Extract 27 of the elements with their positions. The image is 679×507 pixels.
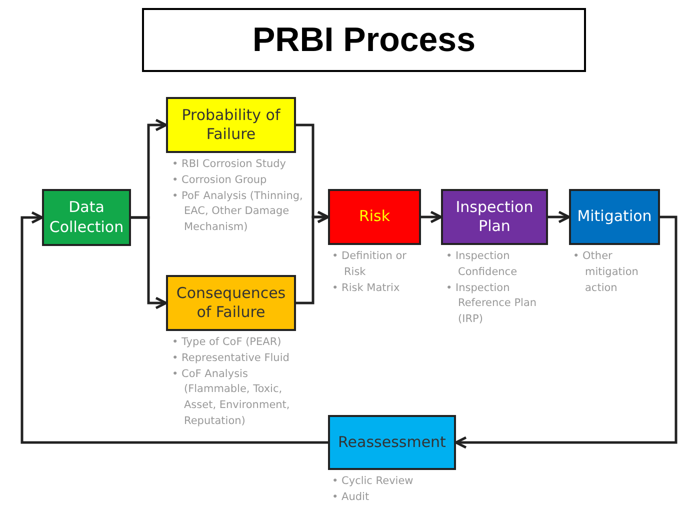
bullet-text: • Type of CoF (PEAR) (172, 335, 282, 350)
process-box: Inspection Plan (441, 189, 548, 245)
bullet-text: • Inspection Confidence (446, 249, 518, 280)
process-box: Probability of Failure (166, 97, 296, 153)
bullet-text: • Representative Fluid (172, 350, 290, 366)
process-box: Consequences of Failure (166, 275, 296, 331)
process-box: Mitigation (569, 189, 660, 245)
bullet-text: • Cyclic Review (332, 474, 414, 489)
connector-arrow (421, 210, 442, 224)
bullet-text: • Corrosion Group (172, 172, 268, 188)
connector-arrow (454, 216, 678, 449)
bullet-text: • PoF Analysis (Thinning, EAC, Other Damage Mechanism) (172, 188, 304, 235)
connector-arrow (20, 211, 328, 444)
process-box: Risk (328, 189, 421, 245)
bullet-text: • Definition or Risk (332, 249, 408, 280)
bullet-text: • Risk Matrix (332, 280, 401, 296)
bullet-text: • Other mitigation action (573, 249, 640, 296)
bullet-text: • Audit (332, 490, 370, 505)
process-box: Data Collection (42, 189, 131, 246)
connector-arrow (296, 210, 330, 304)
title-box: PRBI Process (142, 8, 586, 72)
bullet-text: • Inspection Reference Plan (IRP) (446, 280, 538, 327)
connector-arrow (548, 210, 570, 224)
connector-arrow (131, 216, 168, 310)
bullet-text: • RBI Corrosion Study (172, 157, 287, 172)
bullet-text: • CoF Analysis (Flammable, Toxic, Asset, Environment, Reputation) (172, 366, 291, 429)
process-box: Reassessment (328, 415, 456, 470)
